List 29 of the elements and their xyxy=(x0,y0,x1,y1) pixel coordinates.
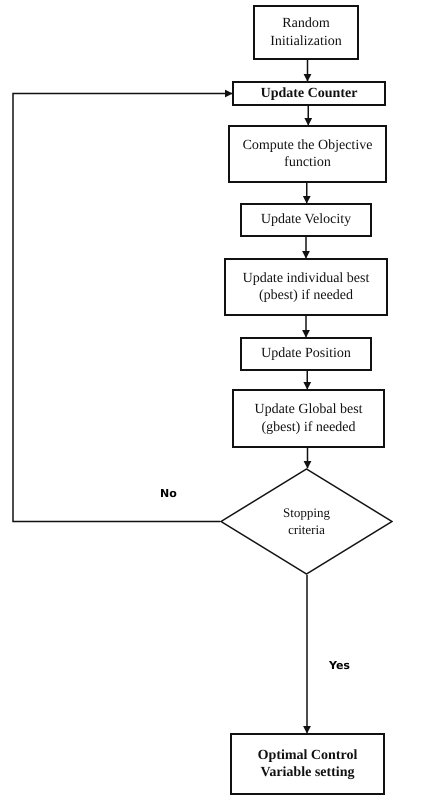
arrow xyxy=(304,448,312,469)
arrow xyxy=(303,575,311,734)
process-box xyxy=(240,337,372,371)
decision-text: Stopping criteria xyxy=(282,505,331,538)
process-box xyxy=(224,258,388,316)
process-text: Compute the Objective function xyxy=(242,136,374,172)
process-text: Update Counter xyxy=(260,84,358,102)
arrow xyxy=(302,237,310,259)
arrow xyxy=(303,371,312,390)
process-box xyxy=(228,125,387,183)
process-text: Update Global best (gbest) if needed xyxy=(253,401,364,436)
process-text: Update individual best (pbest) if needed xyxy=(242,270,370,304)
arrow xyxy=(12,90,233,522)
process-text: Update Velocity xyxy=(260,211,352,229)
decision-diamond xyxy=(220,468,393,575)
process-text: Optimal Control Variable setting xyxy=(256,746,358,782)
arrow xyxy=(302,316,310,338)
arrow xyxy=(302,183,311,204)
process-box xyxy=(230,733,385,795)
process-box xyxy=(232,389,385,448)
process-text: Random Initialization xyxy=(269,15,343,50)
arrow xyxy=(304,60,312,82)
arrow xyxy=(304,106,312,126)
edge-label: Yes xyxy=(327,659,352,672)
process-text: Update Position xyxy=(260,345,352,363)
edge-label: No xyxy=(158,486,179,500)
process-box xyxy=(232,81,386,106)
process-box xyxy=(253,5,359,60)
process-box xyxy=(240,203,372,237)
